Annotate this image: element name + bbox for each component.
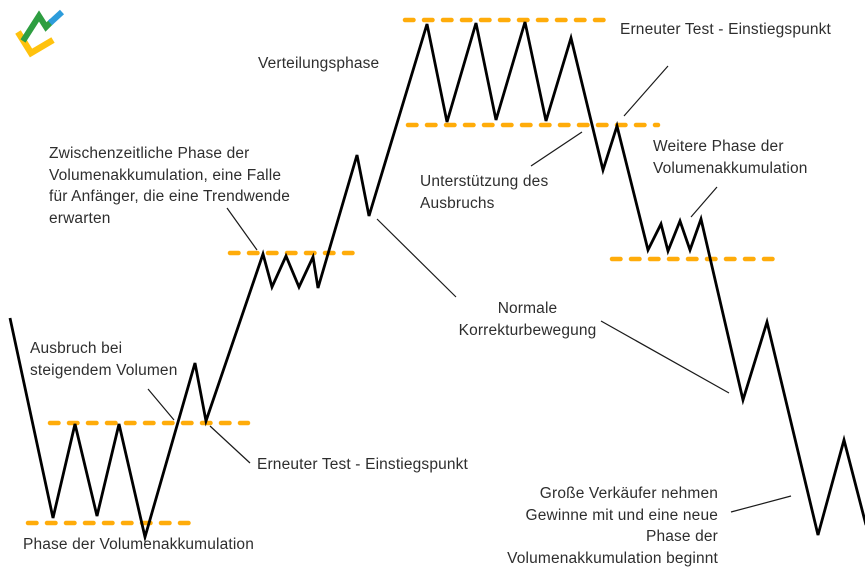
label-line: Gewinne mit und eine neue [525, 506, 718, 524]
label-weitere-phase: Weitere Phase der Volumenakkumulation [653, 136, 808, 179]
pointer-erneuter-test-bottom [209, 425, 251, 464]
label-line: Ausbruch bei [30, 340, 123, 357]
label-line: steigendem Volumen [30, 361, 178, 379]
label-unterstuetzung: Unterstützung des Ausbruchs [420, 171, 548, 214]
label-line: Große Verkäufer nehmen [539, 485, 718, 502]
label-line: Volumenakkumulation [653, 159, 808, 177]
label-line: Volumenakkumulation beginnt [507, 549, 718, 567]
label-grosse-verkaeufer: Große Verkäufer nehmen Gewinne mit und e… [420, 483, 718, 569]
label-verteilungsphase: Verteilungsphase [258, 55, 380, 72]
label-line: Phase der [645, 528, 718, 545]
label-ausbruch: Ausbruch bei steigendem Volumen [30, 338, 177, 381]
pointer-normale-korrektur-left [376, 218, 457, 298]
label-normale-korrektur: Normale Korrekturbewegung [447, 298, 608, 341]
pointer-normale-korrektur-right [600, 320, 730, 394]
label-phase-der-volumenakkumulation: Phase der Volumenakkumulation [23, 536, 254, 553]
pointer-zwischenzeitliche [226, 207, 258, 251]
pointer-unterstuetzung [530, 131, 583, 167]
price-line [8, 21, 865, 543]
label-line: erwarten [49, 209, 111, 227]
label-zwischenzeitliche: Zwischenzeitliche Phase der Volumenakkum… [49, 143, 290, 229]
label-line: Zwischenzeitliche Phase der [49, 145, 250, 162]
label-line: Unterstützung des [420, 173, 549, 190]
logo-green-zigzag [20, 10, 55, 43]
pointer-erneuter-test-top [623, 65, 669, 117]
logo-blue-tip [47, 9, 65, 26]
label-line: Normale [497, 300, 558, 317]
pointer-ausbruch [147, 388, 175, 421]
label-erneuter-test-bottom: Erneuter Test - Einstiegspunkt [257, 456, 468, 473]
label-line: Volumenakkumulation, eine Falle [49, 166, 282, 184]
label-line: für Anfänger, die eine Trendwende [49, 188, 291, 205]
pointer-weitere-phase [690, 186, 718, 218]
label-line: Weitere Phase der [653, 138, 784, 155]
litefinance-logo [15, 9, 65, 58]
label-line: Ausbruchs [420, 194, 495, 212]
label-erneuter-test-top: Erneuter Test - Einstiegspunkt [620, 21, 831, 38]
pointer-grosse-verkaeufer [730, 495, 792, 513]
label-line: Korrekturbewegung [458, 321, 597, 339]
